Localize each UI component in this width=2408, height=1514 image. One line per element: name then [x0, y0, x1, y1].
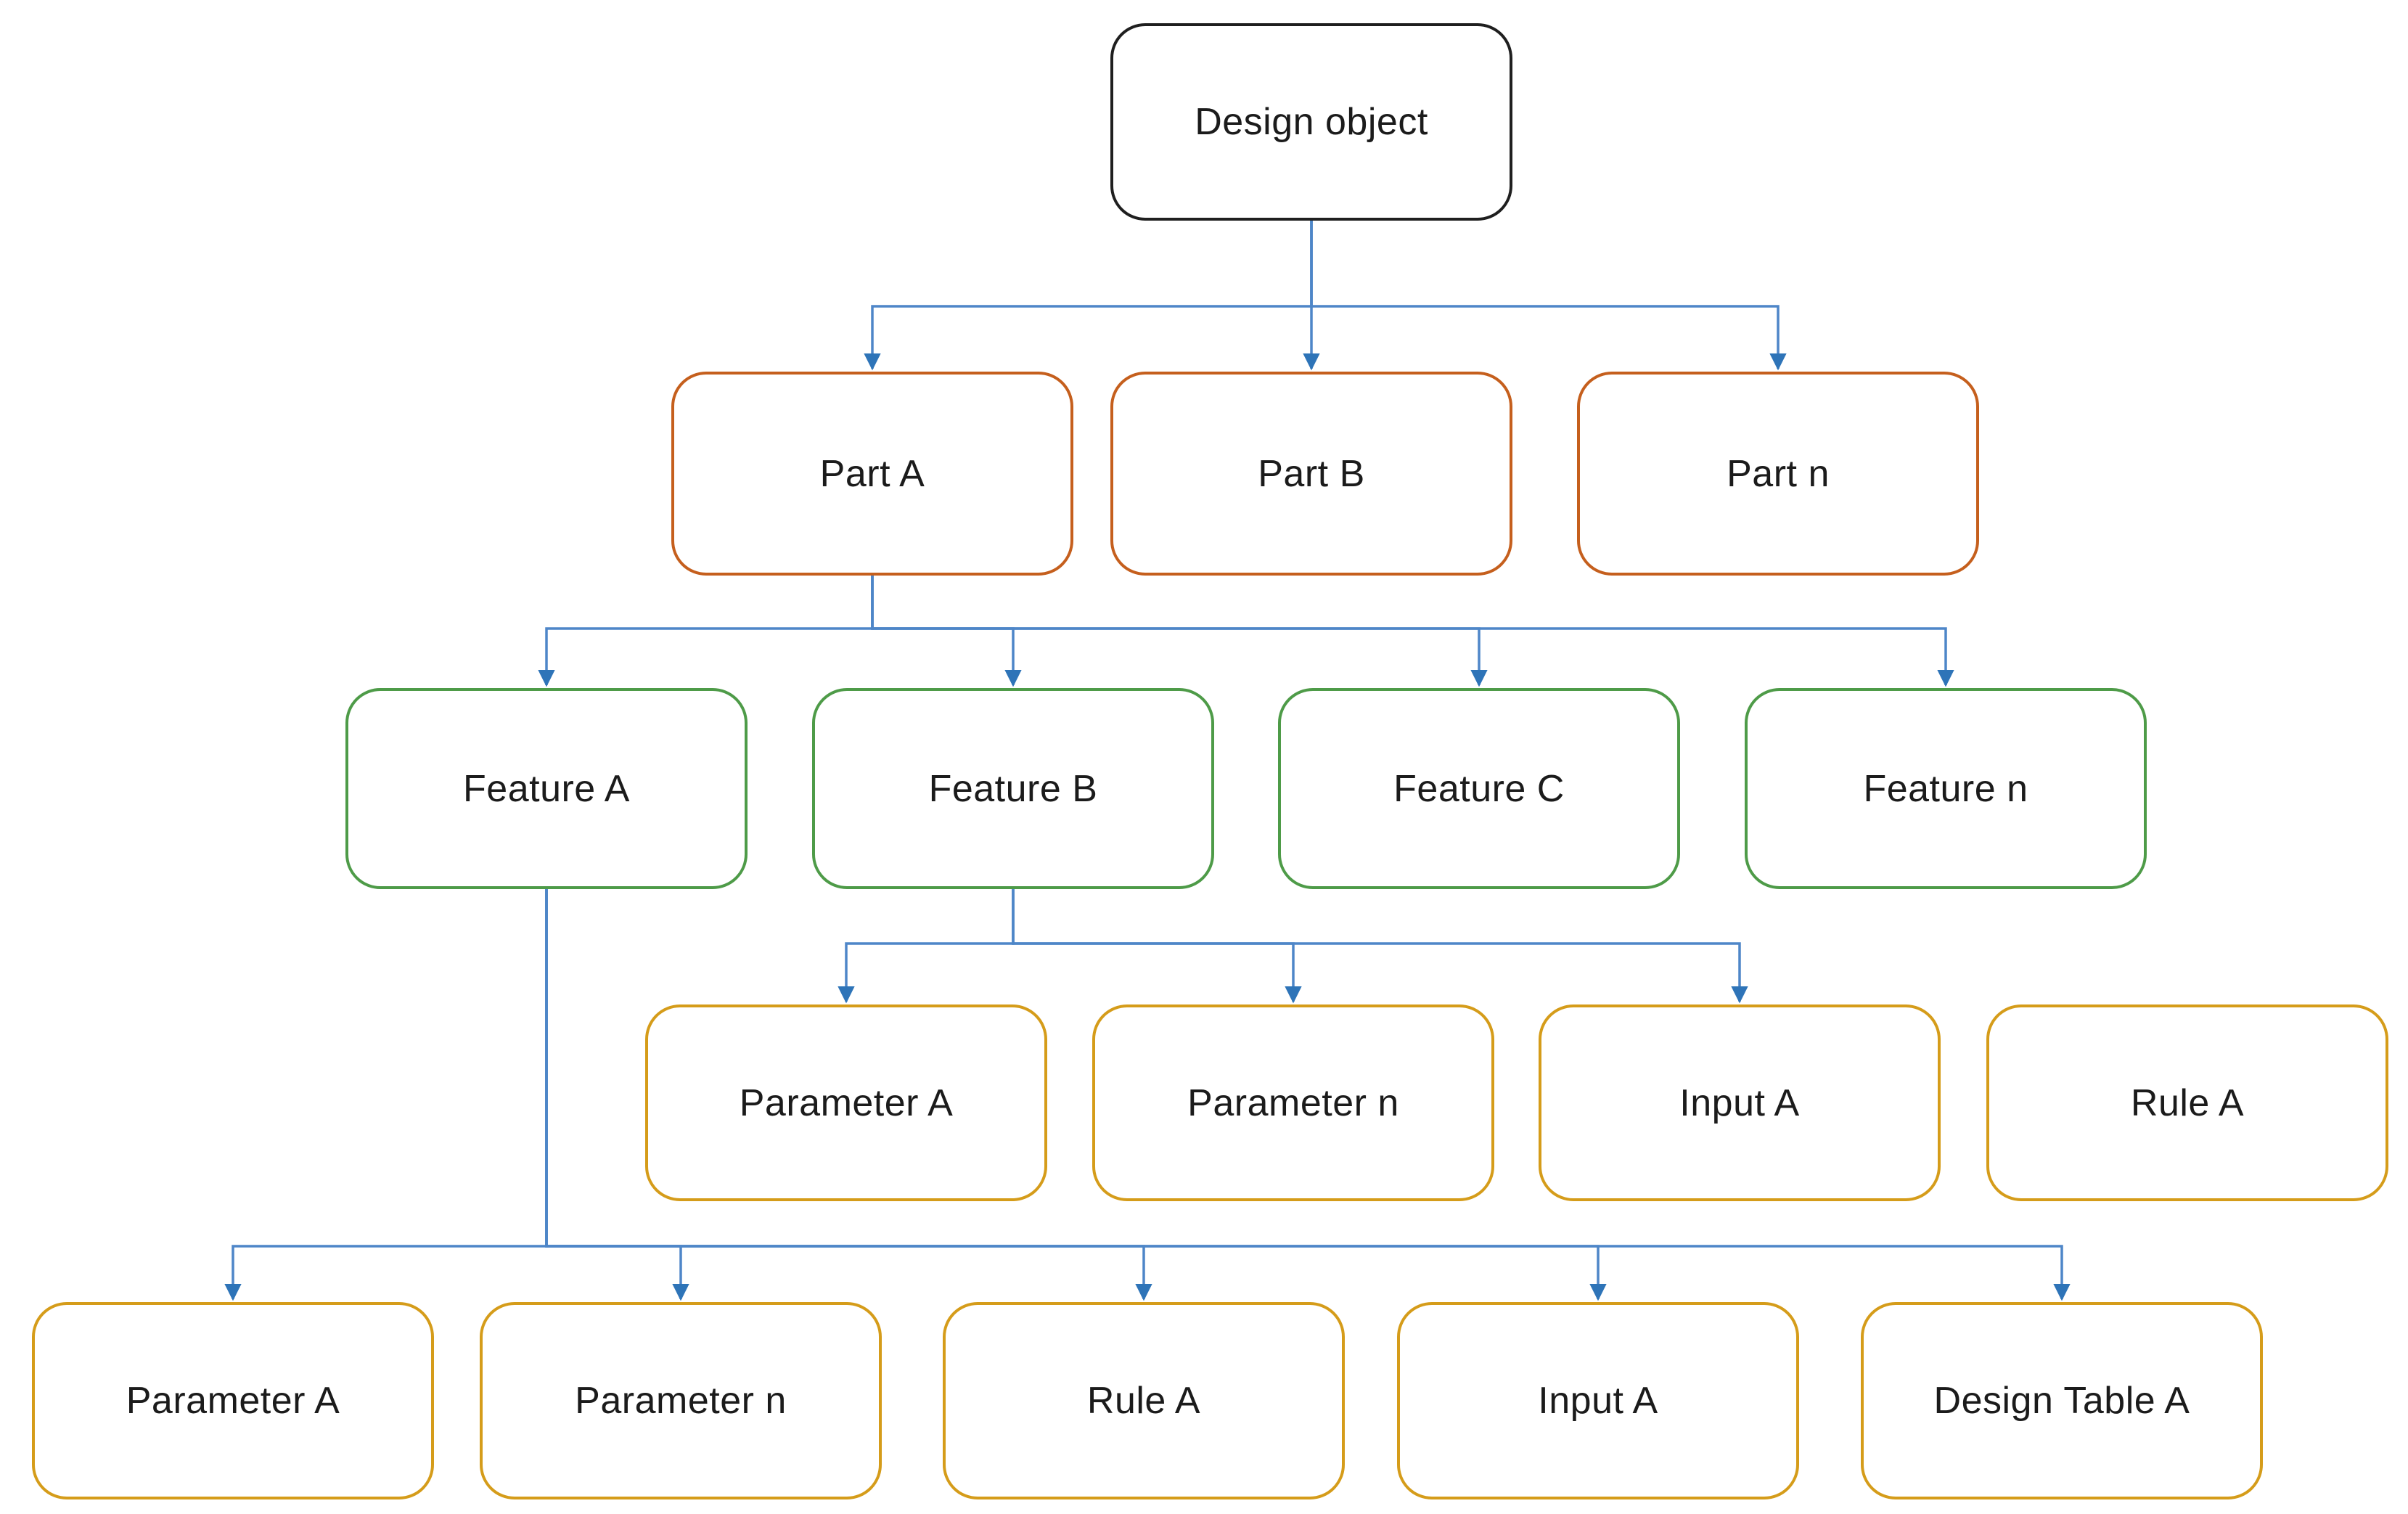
- node-parameter-n-l5: Parameter n: [480, 1302, 882, 1499]
- connector-part-a-to-feature-b: [871, 576, 1022, 687]
- node-part-a-label: Part A: [819, 452, 925, 495]
- connector-part-a-to-feature-n: [871, 576, 1954, 687]
- node-parameter-a-l4-label: Parameter A: [739, 1081, 954, 1124]
- connector-part-a-to-feature-a: [538, 576, 874, 687]
- connector-feature-b-to-parameter-n: [1012, 889, 1302, 1004]
- node-input-a-l4-label: Input A: [1679, 1081, 1800, 1124]
- node-input-a-l4: Input A: [1539, 1004, 1941, 1201]
- node-feature-n-label: Feature n: [1863, 767, 2028, 810]
- node-design-table-a-l5: Design Table A: [1861, 1302, 2263, 1499]
- node-feature-c: Feature C: [1278, 688, 1680, 889]
- connector-design-object-to-part-a: [864, 221, 1313, 371]
- node-parameter-n-l4: Parameter n: [1092, 1004, 1494, 1201]
- node-part-n: Part n: [1577, 372, 1979, 576]
- node-part-n-label: Part n: [1727, 452, 1830, 495]
- node-parameter-a-l4: Parameter A: [645, 1004, 1047, 1201]
- node-parameter-n-l5-label: Parameter n: [575, 1380, 787, 1422]
- node-rule-a-l5-label: Rule A: [1086, 1380, 1201, 1422]
- node-feature-a: Feature A: [345, 688, 748, 889]
- node-design-object: Design object: [1110, 23, 1512, 221]
- node-part-b: Part B: [1110, 372, 1512, 576]
- node-feature-b-label: Feature B: [928, 767, 1098, 810]
- node-part-a: Part A: [671, 372, 1073, 576]
- node-rule-a-l5: Rule A: [943, 1302, 1345, 1499]
- node-part-b-label: Part B: [1258, 452, 1365, 495]
- connector-design-object-to-part-n: [1310, 221, 1787, 371]
- connector-feature-b-to-input-a: [1012, 889, 1748, 1004]
- connector-part-a-to-feature-c: [871, 576, 1488, 687]
- node-feature-a-label: Feature A: [463, 767, 630, 810]
- connector-feature-a-to-design-table-a: [545, 889, 2071, 1301]
- node-parameter-a-l5-label: Parameter A: [126, 1380, 340, 1422]
- node-parameter-n-l4-label: Parameter n: [1187, 1081, 1399, 1124]
- node-feature-c-label: Feature C: [1393, 767, 1565, 810]
- node-feature-n: Feature n: [1745, 688, 2147, 889]
- node-design-object-label: Design object: [1195, 101, 1428, 143]
- node-rule-a-l4: Rule A: [1986, 1004, 2388, 1201]
- connector-feature-b-to-parameter-a: [838, 889, 1015, 1004]
- node-feature-b: Feature B: [812, 688, 1214, 889]
- node-input-a-l5: Input A: [1397, 1302, 1799, 1499]
- connector-feature-a-to-parameter-a: [224, 889, 548, 1301]
- node-rule-a-l4-label: Rule A: [2130, 1081, 2245, 1124]
- node-parameter-a-l5: Parameter A: [32, 1302, 434, 1499]
- node-input-a-l5-label: Input A: [1538, 1380, 1658, 1422]
- node-design-table-a-l5-label: Design Table A: [1933, 1380, 2190, 1422]
